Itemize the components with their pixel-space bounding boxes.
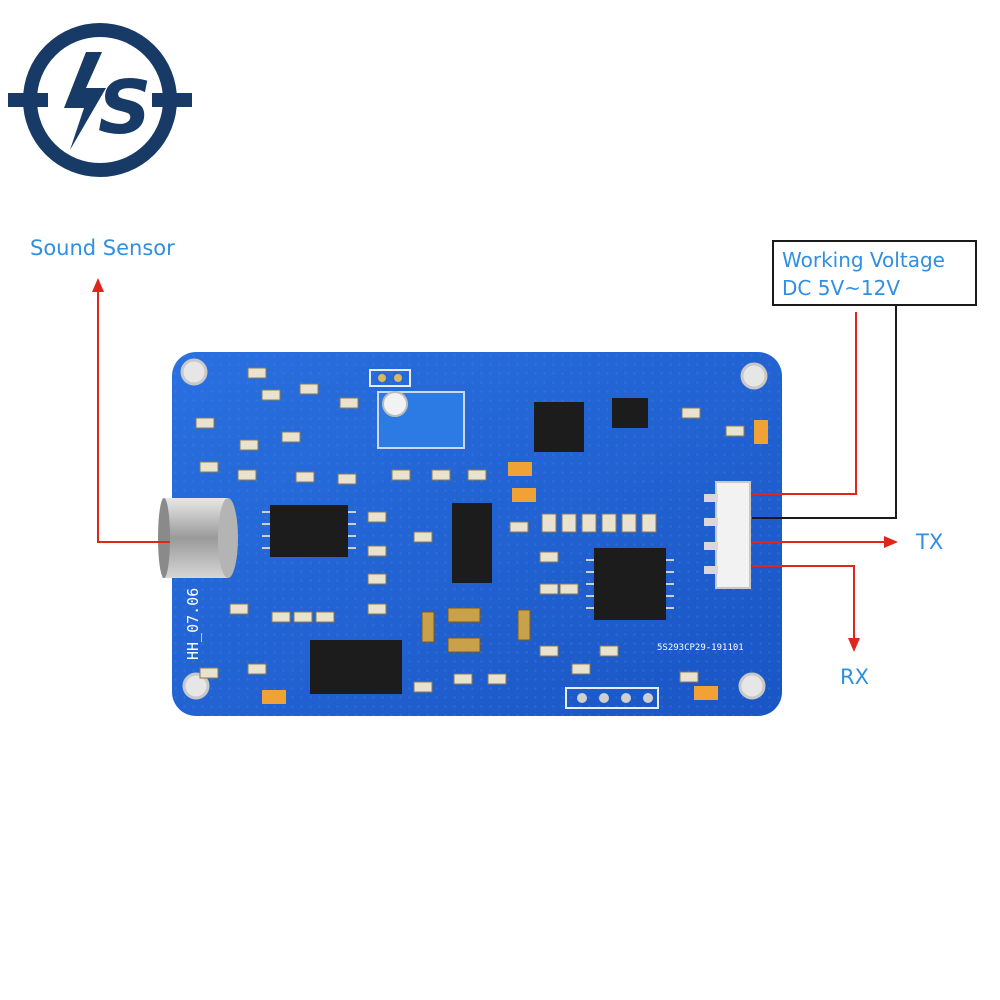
rx-label: RX [840,665,869,689]
voltage-title: Working Voltage [782,248,945,272]
mount-hole-icon [738,672,766,700]
working-voltage-callout: Working Voltage DC 5V~12V [772,240,977,306]
board-version-text: HH_07.06 [184,588,202,660]
microphone-icon [158,498,238,578]
potentiometer [377,391,465,449]
pin-header-j1 [704,481,751,589]
chip-marking-text: 5S293CP29-191101 [657,643,744,653]
mount-hole-icon [182,672,210,700]
brand-logo-icon: S [8,23,192,177]
regulator-chip [612,398,648,428]
mount-hole-icon [740,362,768,390]
ic-chip-u6 [534,402,584,452]
logo-letter-s: S [98,65,151,151]
ic-chip-u2 [270,505,348,557]
annotation-lines [92,278,898,652]
ic-chip-u3 [594,548,666,620]
mount-hole-icon [180,358,208,386]
ic-chip-u4 [310,640,402,694]
voltage-range: DC 5V~12V [782,276,901,300]
tx-label: TX [916,530,944,554]
sound-sensor-label: Sound Sensor [30,236,175,260]
ic-chip-u1 [452,503,492,583]
pcb-board: HH_07.06 5S293CP29-191101 [158,352,782,716]
